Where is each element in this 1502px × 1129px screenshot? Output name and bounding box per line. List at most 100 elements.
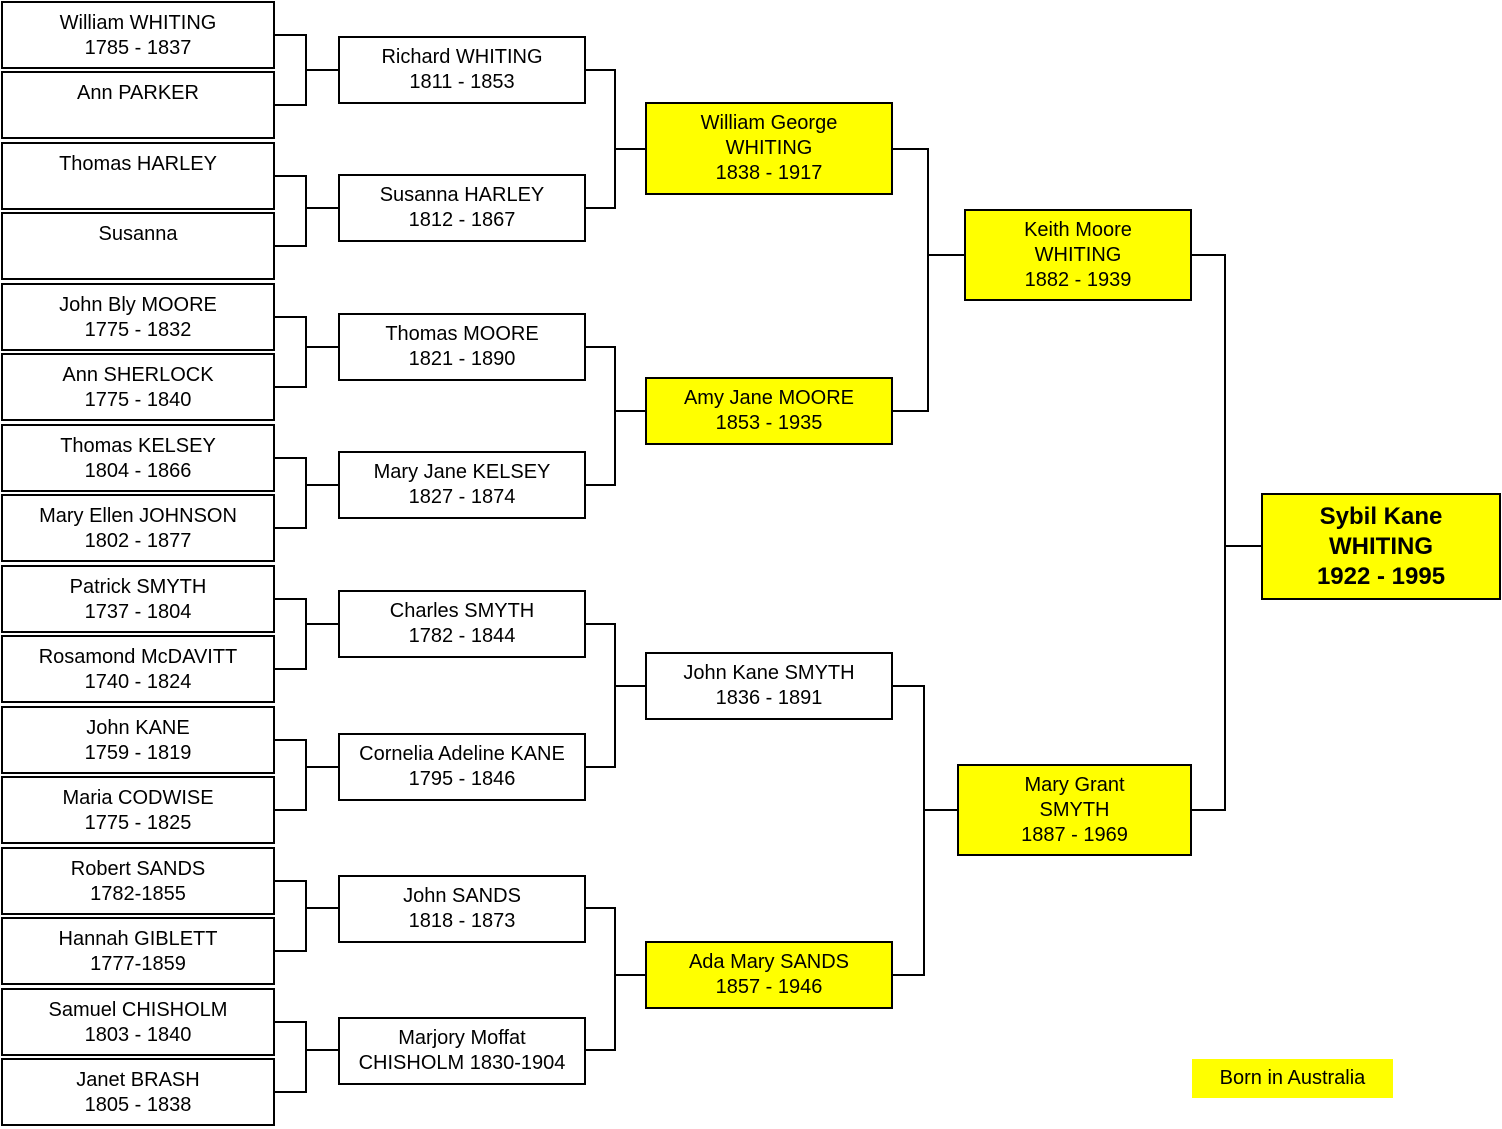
ancestor-box-mary-grant-smyth: Mary Grant SMYTH 1887 - 1969 — [957, 764, 1192, 856]
bracket-3 — [275, 457, 338, 529]
ancestor-box-patrick-smyth: Patrick SMYTH 1737 - 1804 — [1, 565, 275, 633]
ancestor-box-marjory-moffat-chisholm: Marjory Moffat CHISHOLM 1830-1904 — [338, 1017, 586, 1085]
ancestor-box-thomas-harley: Thomas HARLEY — [1, 142, 275, 210]
bracket-4 — [275, 598, 338, 670]
legend-label: Born in Australia — [1219, 1067, 1366, 1089]
ancestor-box-susanna: Susanna — [1, 212, 275, 280]
ancestor-dates: 1775 - 1825 — [84, 812, 192, 834]
ancestor-dates: 1804 - 1866 — [84, 460, 192, 482]
ancestor-dates: 1740 - 1824 — [84, 671, 192, 693]
ancestor-box-thomas-kelsey: Thomas KELSEY 1804 - 1866 — [1, 424, 275, 492]
ancestor-dates: 1785 - 1837 — [84, 37, 192, 59]
bracket-13 — [893, 685, 957, 976]
ancestor-name: Susanna HARLEY — [379, 184, 545, 206]
ancestor-dates: 1887 - 1969 — [1021, 823, 1128, 846]
ancestor-dates: 1857 - 1946 — [715, 976, 823, 998]
ancestor-name: Susanna — [98, 223, 178, 245]
ancestor-dates: 1827 - 1874 — [408, 486, 516, 508]
ancestor-name: Ann SHERLOCK — [62, 364, 214, 386]
ancestor-name: Mary Jane KELSEY — [373, 461, 551, 483]
ancestor-name: Mary Ellen JOHNSON — [39, 505, 237, 527]
ancestor-dates: 1838 - 1917 — [715, 162, 823, 184]
ancestor-name: Maria CODWISE — [62, 787, 214, 809]
ancestor-name: Marjory Moffat — [398, 1027, 526, 1049]
ancestor-dates: CHISHOLM 1830-1904 — [358, 1052, 566, 1074]
ancestor-name: John KANE — [86, 717, 190, 739]
bracket-11 — [586, 907, 645, 1051]
ancestor-box-charles-smyth: Charles SMYTH 1782 - 1844 — [338, 590, 586, 658]
ancestor-dates: 1782-1855 — [90, 883, 186, 905]
ancestor-name: Thomas HARLEY — [59, 153, 217, 175]
ancestor-box-william-whiting: William WHITING 1785 - 1837 — [1, 1, 275, 69]
ancestor-dates: 1737 - 1804 — [84, 601, 192, 623]
ancestor-name: William WHITING — [59, 12, 217, 34]
root-person-box: Sybil Kane WHITING 1922 - 1995 — [1261, 493, 1501, 600]
ancestor-dates: 1775 - 1832 — [84, 319, 192, 341]
root-surname: WHITING — [1329, 532, 1433, 560]
bracket-12 — [893, 148, 964, 412]
ancestor-dates: 1803 - 1840 — [84, 1024, 192, 1046]
bracket-0 — [275, 34, 338, 106]
ancestor-box-thomas-moore: Thomas MOORE 1821 - 1890 — [338, 313, 586, 381]
ancestor-box-rosamond-mcdavitt: Rosamond McDAVITT 1740 - 1824 — [1, 635, 275, 703]
ancestor-box-janet-brash: Janet BRASH 1805 - 1838 — [1, 1058, 275, 1126]
bracket-5 — [275, 739, 338, 811]
ancestor-name: Richard WHITING — [381, 46, 543, 68]
ancestor-name: Mary Grant — [1024, 773, 1125, 796]
ancestor-name: Ada Mary SANDS — [688, 951, 850, 973]
ancestor-dates: 1811 - 1853 — [409, 71, 515, 93]
ancestor-name: John SANDS — [403, 885, 521, 907]
ancestor-dates: 1805 - 1838 — [84, 1094, 192, 1116]
ancestor-dates: 1836 - 1891 — [715, 687, 823, 709]
ancestor-name: Charles SMYTH — [389, 600, 535, 622]
ancestor-name: John Bly MOORE — [59, 294, 217, 316]
ancestor-box-john-sands: John SANDS 1818 - 1873 — [338, 875, 586, 943]
ancestor-name: Ann PARKER — [77, 82, 199, 104]
bracket-1 — [275, 175, 338, 247]
ancestor-box-mary-ellen-johnson: Mary Ellen JOHNSON 1802 - 1877 — [1, 494, 275, 562]
bracket-14 — [1192, 254, 1261, 811]
ancestor-box-samuel-chisholm: Samuel CHISHOLM 1803 - 1840 — [1, 988, 275, 1056]
ancestor-name: Patrick SMYTH — [69, 576, 207, 598]
ancestor-name: Thomas KELSEY — [60, 435, 216, 457]
ancestor-box-maria-codwise: Maria CODWISE 1775 - 1825 — [1, 776, 275, 844]
ancestor-box-cornelia-adeline-kane: Cornelia Adeline KANE 1795 - 1846 — [338, 733, 586, 801]
ancestor-name: Keith Moore — [1024, 218, 1132, 241]
bracket-10 — [586, 623, 645, 768]
legend-born-in-australia: Born in Australia — [1192, 1059, 1393, 1098]
ancestor-box-john-kane: John KANE 1759 - 1819 — [1, 706, 275, 774]
ancestor-box-mary-jane-kelsey: Mary Jane KELSEY 1827 - 1874 — [338, 451, 586, 519]
ancestor-dates: 1812 - 1867 — [408, 209, 516, 231]
ancestor-dates: 1821 - 1890 — [408, 348, 516, 370]
ancestor-name: Amy Jane MOORE — [683, 387, 855, 409]
ancestor-name: Thomas MOORE — [385, 323, 539, 345]
ancestor-box-richard-whiting: Richard WHITING 1811 - 1853 — [338, 36, 586, 104]
ancestor-dates: 1782 - 1844 — [408, 625, 516, 647]
bracket-7 — [275, 1021, 338, 1093]
bracket-9 — [586, 346, 645, 486]
ancestor-box-robert-sands: Robert SANDS 1782-1855 — [1, 847, 275, 915]
ancestor-box-susanna-harley: Susanna HARLEY 1812 - 1867 — [338, 174, 586, 242]
ancestor-name: Janet BRASH — [76, 1069, 200, 1091]
ancestor-surname: WHITING — [725, 137, 813, 159]
bracket-6 — [275, 880, 338, 952]
bracket-8 — [586, 69, 645, 209]
ancestor-name: John Kane SMYTH — [683, 662, 855, 684]
ancestor-name: William George — [700, 112, 838, 134]
ancestor-box-amy-jane-moore: Amy Jane MOORE 1853 - 1935 — [645, 377, 893, 445]
ancestor-box-ada-mary-sands: Ada Mary SANDS 1857 - 1946 — [645, 941, 893, 1009]
ancestor-name: Rosamond McDAVITT — [38, 646, 238, 668]
root-name: Sybil Kane — [1319, 502, 1443, 530]
ancestor-box-ann-sherlock: Ann SHERLOCK 1775 - 1840 — [1, 353, 275, 421]
ancestor-dates: 1777-1859 — [90, 953, 186, 975]
ancestor-dates: 1818 - 1873 — [408, 910, 516, 932]
ancestor-name: Hannah GIBLETT — [58, 928, 218, 950]
ancestor-dates: 1775 - 1840 — [84, 389, 192, 411]
ancestor-name: Samuel CHISHOLM — [48, 999, 228, 1021]
ancestor-box-ann-parker: Ann PARKER — [1, 71, 275, 139]
ancestor-dates: 1795 - 1846 — [408, 768, 516, 790]
ancestor-box-john-bly-moore: John Bly MOORE 1775 - 1832 — [1, 283, 275, 351]
root-dates: 1922 - 1995 — [1316, 562, 1446, 590]
ancestor-box-hannah-giblett: Hannah GIBLETT 1777-1859 — [1, 917, 275, 985]
